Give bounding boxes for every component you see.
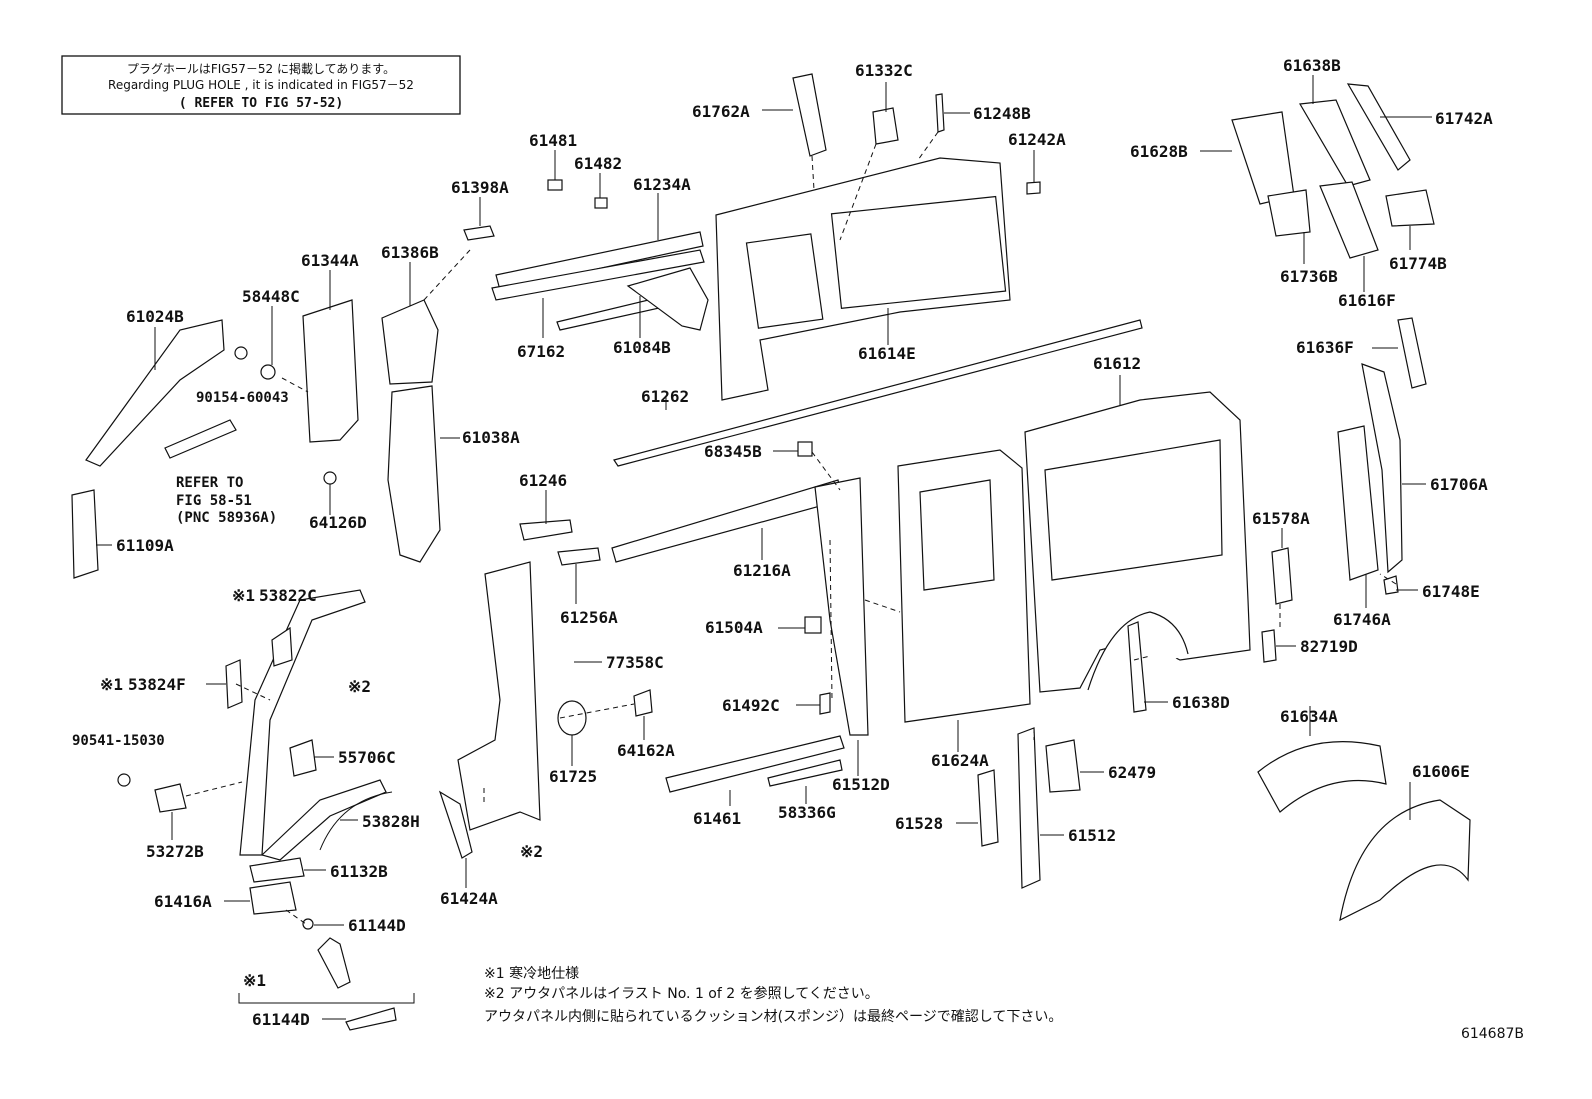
leader-lines <box>96 75 1432 1020</box>
label-77358C: 77358C <box>606 653 664 672</box>
label-61246: 61246 <box>519 471 567 490</box>
label-55706C: 55706C <box>338 748 396 767</box>
label-68345B: 68345B <box>704 442 762 461</box>
label-61706A: 61706A <box>1430 475 1488 494</box>
label-61024B: 61024B <box>126 307 184 326</box>
notice-line-en: Regarding PLUG HOLE , it is indicated in… <box>108 78 414 92</box>
part-shapes <box>71 73 1471 1031</box>
label-61398A: 61398A <box>451 178 509 197</box>
label-67162: 67162 <box>517 342 565 361</box>
mark-1-53822C: ※1 <box>232 586 255 605</box>
mark-1-53824F: ※1 <box>100 675 123 694</box>
mark-2-outer: ※2 <box>520 842 543 861</box>
mark-1-61144D: ※1 <box>243 971 266 990</box>
footnotes: ※1 寒冷地仕様 ※2 アウタパネルはイラスト No. 1 of 2 を参照して… <box>484 965 1062 1025</box>
label-61481: 61481 <box>529 131 577 150</box>
label-62479: 62479 <box>1108 763 1156 782</box>
label-61386B: 61386B <box>381 243 439 262</box>
label-61606E: 61606E <box>1412 762 1470 781</box>
label-61461: 61461 <box>693 809 741 828</box>
label-61512D: 61512D <box>832 775 890 794</box>
label-61628B: 61628B <box>1130 142 1188 161</box>
label-61638B: 61638B <box>1283 56 1341 75</box>
label-61512: 61512 <box>1068 826 1116 845</box>
label-61748E: 61748E <box>1422 582 1480 601</box>
label-53828H: 53828H <box>362 812 420 831</box>
label-61614E: 61614E <box>858 344 916 363</box>
label-61725: 61725 <box>549 767 597 786</box>
label-64162A: 64162A <box>617 741 675 760</box>
label-58336G: 58336G <box>778 803 836 822</box>
label-53822C: 53822C <box>259 586 317 605</box>
notice-box: プラグホールはFIG57－52 に掲載してあります。 Regarding PLU… <box>61 55 461 115</box>
label-61482: 61482 <box>574 154 622 173</box>
label-61424A: 61424A <box>440 889 498 908</box>
label-64126D: 64126D <box>309 513 367 532</box>
label-61109A: 61109A <box>116 536 174 555</box>
label-53272B: 53272B <box>146 842 204 861</box>
label-58448C: 58448C <box>242 287 300 306</box>
label-61344A: 61344A <box>301 251 359 270</box>
label-90541-15030: 90541-15030 <box>72 733 165 749</box>
label-61742A: 61742A <box>1435 109 1493 128</box>
label-61242A: 61242A <box>1008 130 1066 149</box>
label-61216A: 61216A <box>733 561 791 580</box>
footnote-3: アウタパネル内側に貼られているクッション材(スポンジ）は最終ページで確認して下さ… <box>484 1009 1062 1025</box>
label-61144D-cold: 61144D <box>252 1010 310 1029</box>
label-61636F: 61636F <box>1296 338 1354 357</box>
label-82719D: 82719D <box>1300 637 1358 656</box>
label-61578A: 61578A <box>1252 509 1310 528</box>
label-61528: 61528 <box>895 814 943 833</box>
label-61504A: 61504A <box>705 618 763 637</box>
notice-refer: ( REFER TO FIG 57-52) <box>179 96 343 111</box>
label-61624A: 61624A <box>931 751 989 770</box>
label-61736B: 61736B <box>1280 267 1338 286</box>
part-labels: 61762A 61332C 61248B 61242A 61638B 61742… <box>72 56 1493 1029</box>
notice-line-ja: プラグホールはFIG57－52 に掲載してあります。 <box>127 61 395 76</box>
label-61038A: 61038A <box>462 428 520 447</box>
label-53824F: 53824F <box>128 675 186 694</box>
footnote-2: ※2 アウタパネルはイラスト No. 1 of 2 を参照してください。 <box>484 985 879 1002</box>
label-90154-60043: 90154-60043 <box>196 390 289 406</box>
label-61416A: 61416A <box>154 892 212 911</box>
label-61234A: 61234A <box>633 175 691 194</box>
label-61612: 61612 <box>1093 354 1141 373</box>
dashed-lines <box>185 131 1397 925</box>
label-61746A: 61746A <box>1333 610 1391 629</box>
label-61332C: 61332C <box>855 61 913 80</box>
label-61616F: 61616F <box>1338 291 1396 310</box>
figure-id: 614687B <box>1461 1026 1524 1042</box>
label-61144D: 61144D <box>348 916 406 935</box>
label-61762A: 61762A <box>692 102 750 121</box>
refer-note-line1: REFER TO <box>176 475 243 491</box>
label-61132B: 61132B <box>330 862 388 881</box>
label-61256A: 61256A <box>560 608 618 627</box>
label-61248B: 61248B <box>973 104 1031 123</box>
mark-2-pillar: ※2 <box>348 677 371 696</box>
label-61262: 61262 <box>641 387 689 406</box>
footnote-1: ※1 寒冷地仕様 <box>484 965 579 982</box>
refer-note-line3: (PNC 58936A) <box>176 510 277 526</box>
label-61084B: 61084B <box>613 338 671 357</box>
refer-note-line2: FIG 58-51 <box>176 493 252 509</box>
label-61492C: 61492C <box>722 696 780 715</box>
label-61638D: 61638D <box>1172 693 1230 712</box>
label-61634A: 61634A <box>1280 707 1338 726</box>
label-61774B: 61774B <box>1389 254 1447 273</box>
